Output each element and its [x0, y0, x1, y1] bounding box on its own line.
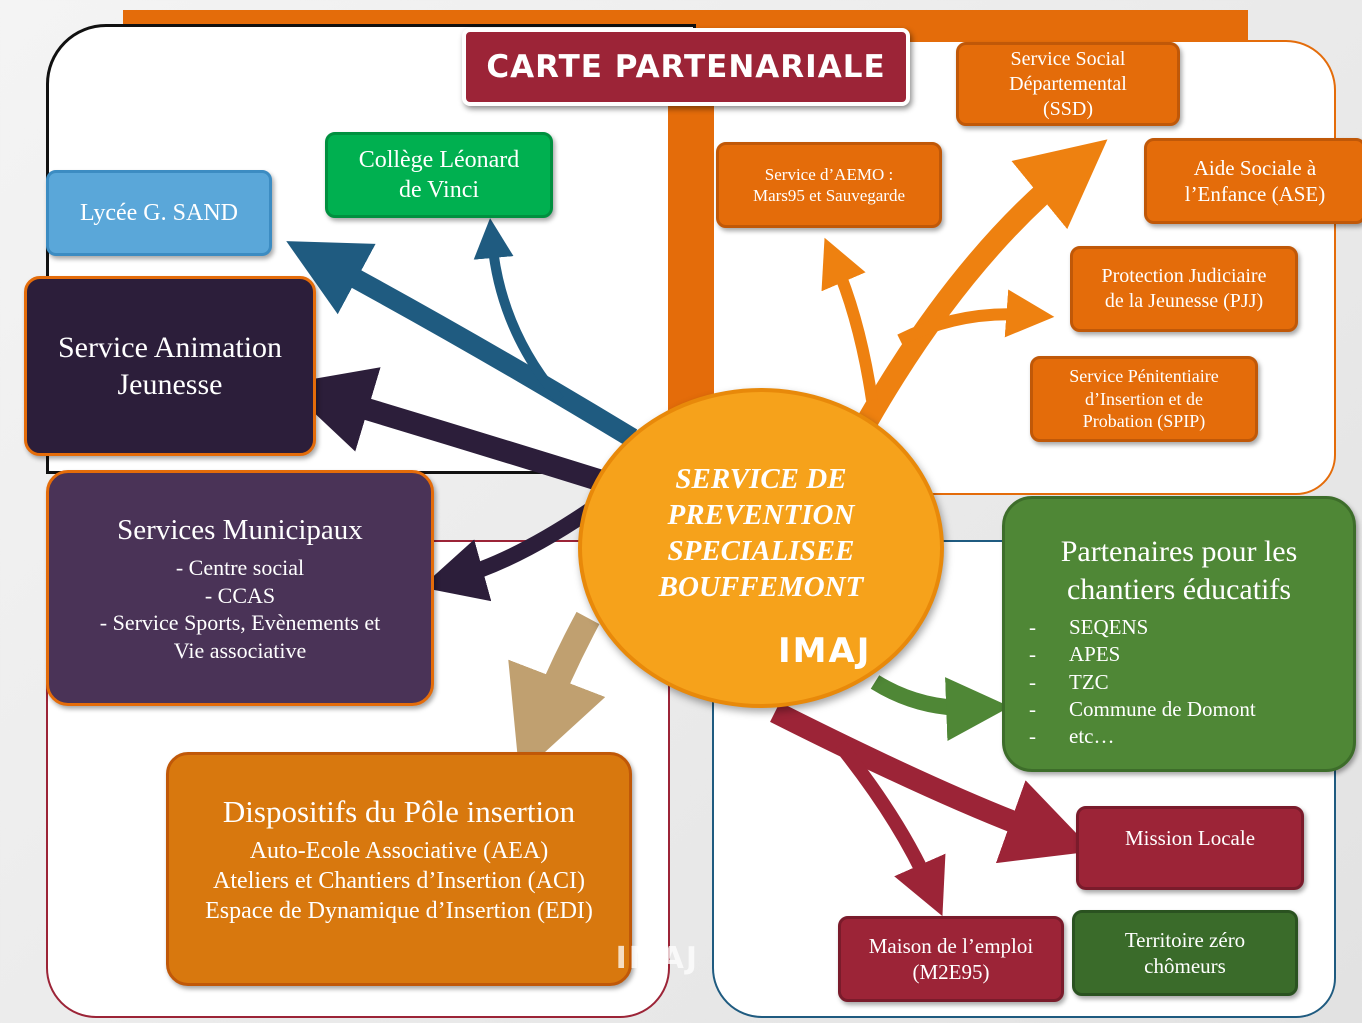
- box-ase: Aide Sociale à l’Enfance (ASE): [1144, 138, 1362, 224]
- box-lycee-label: Lycée G. SAND: [80, 200, 238, 226]
- arrow-to-maison: [834, 740, 946, 917]
- box-pole-insertion: Dispositifs du Pôle insertion Auto-Ecole…: [166, 752, 697, 986]
- box-insertion-item-2: Ateliers et Chantiers d’Insertion (ACI): [213, 867, 585, 894]
- box-pjj-line1: Protection Judiciaire: [1101, 265, 1267, 287]
- box-ssd: Service Social Départemental (SSD): [956, 42, 1180, 126]
- box-maison-line1: Maison de l’emploi: [868, 933, 1034, 958]
- page-title-text: CARTE PARTENARIALE: [486, 48, 886, 85]
- box-territoire: Territoire zéro chômeurs: [1072, 910, 1298, 996]
- box-insertion-item-3: Espace de Dynamique d’Insertion (EDI): [205, 897, 593, 924]
- box-maison-emploi: Maison de l’emploi (M2E95): [838, 916, 1064, 1002]
- page-title: CARTE PARTENARIALE: [462, 28, 910, 106]
- arrow-to-mission-locale: [770, 702, 1094, 864]
- box-municipaux-item-4: Vie associative: [173, 637, 307, 663]
- arrow-to-insertion: [508, 611, 606, 776]
- box-mission-locale: Mission Locale: [1076, 806, 1304, 890]
- list-item: -Commune de Domont: [1029, 696, 1256, 721]
- imaj-logo-small: IMAJ: [615, 940, 699, 976]
- box-ssd-line3: (SSD): [1042, 97, 1093, 120]
- box-municipaux-item-3: - Service Sports, Evènements et: [99, 610, 381, 636]
- box-pjj: Protection Judiciaire de la Jeunesse (PJ…: [1070, 246, 1298, 332]
- arrow-to-chantiers: [870, 675, 1011, 742]
- arrow-to-ssd: [858, 139, 1108, 426]
- box-spip-line2: d’Insertion et de: [1085, 388, 1203, 409]
- list-item: -APES: [1029, 642, 1121, 667]
- list-item: -SEQENS: [1029, 615, 1149, 639]
- box-municipaux-item-2: - CCAS: [204, 582, 276, 608]
- arrow-to-animation: [283, 367, 609, 493]
- box-animation-jeunesse: Service Animation Jeunesse: [24, 276, 316, 456]
- arrow-to-aemo: [821, 237, 878, 401]
- box-maison-line2: (M2E95): [912, 960, 990, 984]
- box-animation-line1: Service Animation: [57, 330, 283, 364]
- box-animation-line2: Jeunesse: [117, 368, 223, 401]
- box-ase-line2: l’Enfance (ASE): [1184, 182, 1326, 206]
- box-municipaux-title: Services Municipaux: [117, 513, 363, 546]
- box-chantiers-educatifs: Partenaires pour les chantiers éducatifs…: [1002, 496, 1356, 772]
- list-item: -etc…: [1029, 724, 1115, 749]
- box-college: Collège Léonard de Vinci: [325, 132, 553, 218]
- box-municipaux-item-1: - Centre social: [175, 555, 305, 581]
- box-ssd-line1: Service Social: [1010, 47, 1126, 70]
- box-pjj-line2: de la Jeunesse (PJJ): [1104, 290, 1264, 312]
- center-circle: SERVICE DE PREVENTION SPECIALISEE BOUFFE…: [578, 388, 944, 708]
- imaj-logo: IMAJ: [778, 631, 872, 671]
- box-ssd-line2: Départemental: [1009, 72, 1127, 95]
- box-insertion-title: Dispositifs du Pôle insertion: [222, 794, 576, 829]
- box-aemo-line2: Mars95 et Sauvegarde: [752, 186, 905, 205]
- box-aemo: Service d’AEMO : Mars95 et Sauvegarde: [716, 142, 942, 228]
- box-spip-line1: Service Pénitentiaire: [1069, 366, 1219, 387]
- box-chantiers-list: -SEQENS -APES -TZC -Commune de Domont -e…: [1029, 614, 1329, 750]
- arrow-to-college: [473, 218, 564, 404]
- box-lycee: Lycée G. SAND: [46, 170, 272, 256]
- box-chantiers-title-1: Partenaires pour les: [1060, 535, 1298, 568]
- list-item: -TZC: [1029, 669, 1109, 694]
- arrow-to-lycee: [286, 241, 638, 447]
- box-college-line1: Collège Léonard: [358, 147, 520, 173]
- box-ase-line1: Aide Sociale à: [1193, 155, 1317, 180]
- center-line-3: SPECIALISEE: [667, 535, 855, 567]
- box-college-line2: de Vinci: [398, 177, 480, 203]
- box-chantiers-title-2: chantiers éducatifs: [1066, 572, 1292, 606]
- box-territoire-line2: chômeurs: [1144, 954, 1226, 978]
- box-spip-line3: Probation (SPIP): [1082, 411, 1206, 432]
- box-mission-label: Mission Locale: [1124, 826, 1256, 850]
- box-services-municipaux: Services Municipaux - Centre social - CC…: [46, 470, 434, 706]
- center-line-1: SERVICE DE: [675, 462, 847, 495]
- center-line-4: BOUFFEMONT: [658, 571, 864, 604]
- center-line-2: PREVENTION: [667, 498, 855, 531]
- box-insertion-item-1: Auto-Ecole Associative (AEA): [249, 837, 549, 864]
- arrow-to-pjj: [897, 289, 1055, 346]
- box-aemo-line1: Service d’AEMO :: [764, 164, 894, 184]
- box-territoire-line1: Territoire zéro: [1124, 927, 1246, 952]
- box-spip: Service Pénitentiaire d’Insertion et de …: [1030, 356, 1258, 442]
